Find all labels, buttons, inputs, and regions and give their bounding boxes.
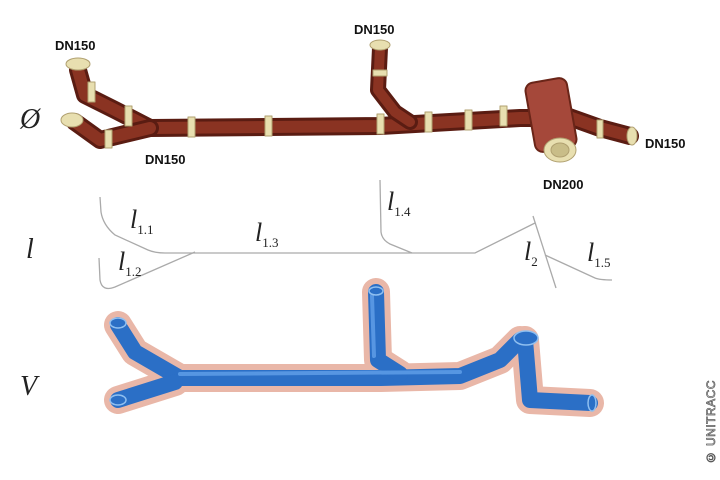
svg-text:l1.1: l1.1: [130, 205, 153, 237]
length-labels: l1.1 l1.2 l1.3 l1.4 l2 l1.5: [118, 187, 610, 279]
length-schematic: [98, 179, 613, 290]
svg-text:l2: l2: [524, 237, 538, 269]
length-label-l1-4: l: [387, 187, 394, 216]
label-dn150-bottom-left: DN150: [145, 152, 185, 167]
svg-text:l1.5: l1.5: [587, 238, 610, 270]
pipe-network-3d: [60, 39, 639, 163]
label-dn150-top-left: DN150: [55, 38, 95, 53]
svg-text:l1.4: l1.4: [387, 187, 411, 219]
svg-text:l1.2: l1.2: [118, 247, 141, 279]
length-label-l1-5: l: [587, 238, 594, 267]
row-label-length: l: [26, 234, 34, 265]
length-label-l1-3: l: [255, 218, 262, 247]
row-label-volume: V: [20, 371, 40, 402]
length-label-l2: l: [524, 237, 531, 266]
label-dn150-right: DN150: [645, 136, 685, 151]
pipe-volume-3d: [104, 278, 604, 417]
copyright-notice: © UNITRACC: [704, 380, 719, 465]
length-label-l1-1: l: [130, 205, 137, 234]
length-label-l1-2: l: [118, 247, 125, 276]
row-label-diameter: Ø: [19, 104, 42, 135]
svg-text:l1.3: l1.3: [255, 218, 278, 250]
label-dn200: DN200: [543, 177, 583, 192]
label-dn150-top-center: DN150: [354, 22, 394, 37]
